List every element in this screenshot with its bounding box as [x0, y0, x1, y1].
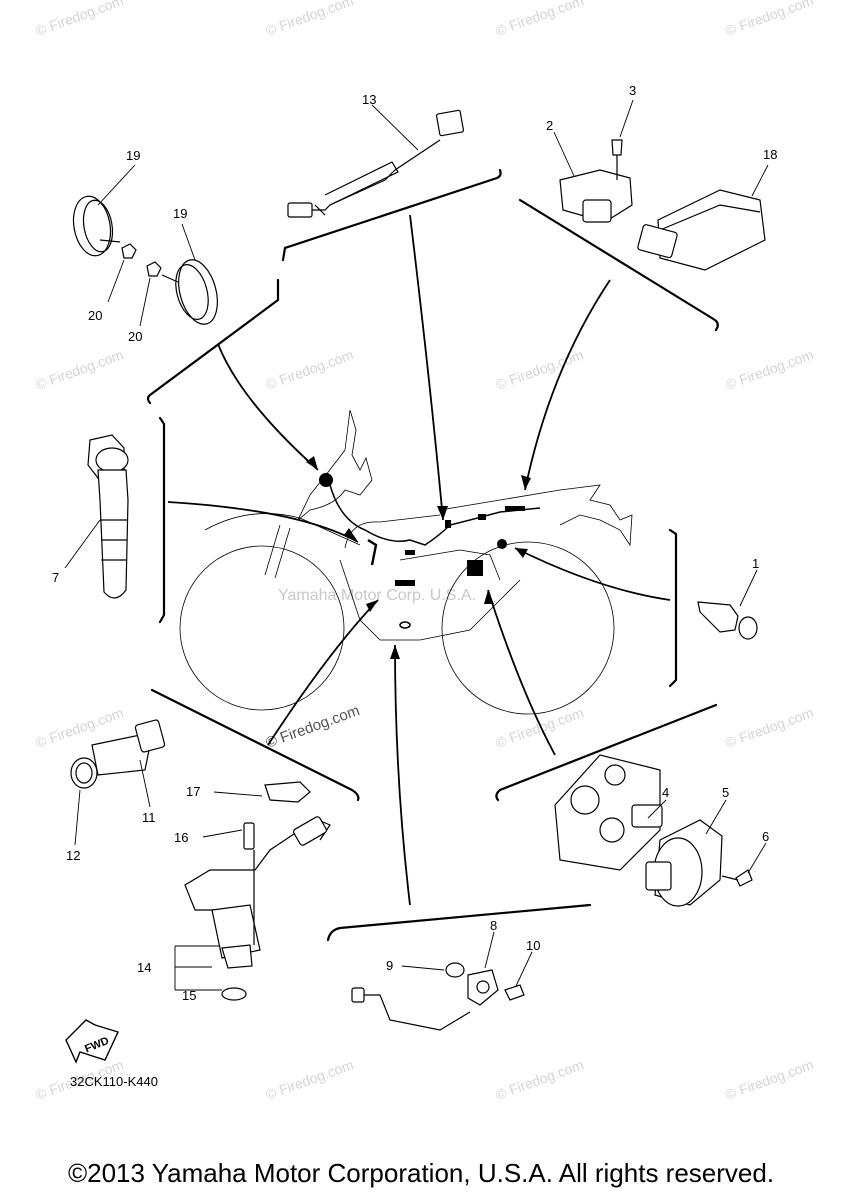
- part-2-sensor: [553, 99, 634, 223]
- watermark: © Firedog.com: [724, 346, 816, 393]
- motorcycle-silhouette: [179, 409, 633, 715]
- callout-5: 5: [722, 785, 729, 800]
- callout-19b: 19: [173, 206, 187, 221]
- pointer-arrows: [167, 214, 671, 906]
- callout-3: 3: [629, 83, 636, 98]
- watermark: © Firedog.com: [34, 0, 126, 39]
- fwd-arrow-badge: FWD: [65, 1019, 119, 1064]
- callout-7: 7: [52, 570, 59, 585]
- watermark-layer: © Firedog.com © Firedog.com © Firedog.co…: [34, 0, 816, 1103]
- part-18-ecu: [637, 164, 769, 271]
- callout-18: 18: [763, 147, 777, 162]
- watermark: © Firedog.com: [724, 1056, 816, 1103]
- part-7-ignition-coil: [64, 434, 129, 599]
- callout-15: 15: [182, 988, 196, 1003]
- callout-9: 9: [386, 958, 393, 973]
- callout-14: 14: [137, 960, 151, 975]
- callout-labels: 1 2 3 4 5 6 7 8 9 10 11 12 13 14 15 16 1…: [52, 83, 777, 1003]
- copyright-notice: ©2013 Yamaha Motor Corporation, U.S.A. A…: [67, 1158, 775, 1188]
- watermark: © Firedog.com: [724, 704, 816, 751]
- watermark: © Firedog.com: [264, 346, 356, 393]
- watermark: © Firedog.com: [34, 346, 126, 393]
- callout-8: 8: [490, 918, 497, 933]
- callout-11: 11: [142, 810, 156, 825]
- callout-13: 13: [362, 92, 376, 107]
- part-11-temp-sensor: [70, 719, 166, 846]
- harness-highlights: [319, 473, 541, 629]
- part-14-crank-sensor: [174, 781, 331, 1001]
- watermark: © Firedog.com: [494, 1056, 586, 1103]
- callout-6: 6: [762, 829, 769, 844]
- watermark: © Firedog.com: [264, 1056, 356, 1103]
- watermark: © Firedog.com: [494, 346, 586, 393]
- center-watermark: Yamaha Motor Corp. U.S.A.: [278, 587, 476, 604]
- callout-16: 16: [174, 830, 188, 845]
- watermark: © Firedog.com: [724, 0, 816, 39]
- part-1-sensor: [697, 569, 758, 640]
- callout-20b: 20: [128, 329, 142, 344]
- part-8-sensor: [351, 931, 533, 1031]
- part-19-reflectors: [72, 164, 218, 327]
- group-frames: [146, 168, 719, 942]
- callout-12: 12: [66, 848, 80, 863]
- diagram-code: 32CK110-K440: [70, 1074, 158, 1089]
- callout-19a: 19: [126, 148, 140, 163]
- part-4-throttle-body: [554, 754, 767, 907]
- callout-1: 1: [752, 556, 759, 571]
- watermark: © Firedog.com: [264, 0, 356, 39]
- watermark: © Firedog.com: [264, 702, 362, 752]
- watermark: © Firedog.com: [494, 0, 586, 39]
- callout-20a: 20: [88, 308, 102, 323]
- callout-2: 2: [546, 118, 553, 133]
- callout-17: 17: [186, 784, 200, 799]
- callout-4: 4: [662, 785, 669, 800]
- part-13-sub-harness: [287, 104, 465, 218]
- callout-10: 10: [526, 938, 540, 953]
